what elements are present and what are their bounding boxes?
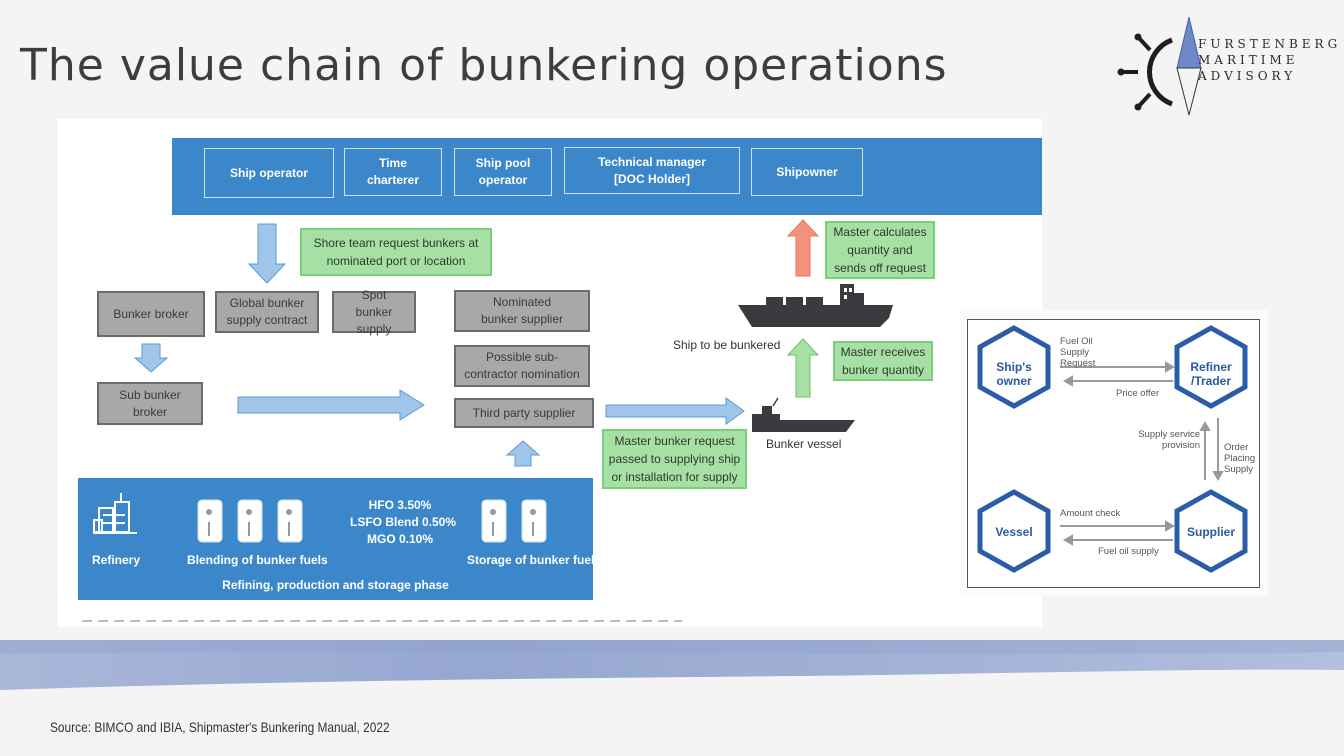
- ship-wheel-compass-icon: [1117, 16, 1202, 116]
- label-fuel-mgo: MGO 0.10%: [366, 532, 434, 546]
- label-bunker-vessel: Bunker vessel: [766, 437, 842, 451]
- role-ship-operator: Ship operator: [204, 148, 334, 198]
- arrow-right-to-bunker-vessel: [605, 397, 745, 425]
- arrow-right-to-suppliers: [237, 389, 425, 421]
- box-nominated-bunker-supplier: Nominated bunker supplier: [454, 290, 590, 332]
- storage-tanks-icon: [481, 499, 547, 543]
- bunker-vessel-icon: [752, 397, 855, 432]
- box-third-party-supplier: Third party supplier: [454, 398, 594, 428]
- logo-line-2: MARITIME: [1198, 53, 1299, 67]
- role-shipowner: Shipowner: [751, 148, 863, 196]
- flow-price-offer: Price offer: [1116, 388, 1160, 399]
- flow-order-placing-supply: Order Placing Supply: [1224, 442, 1256, 475]
- watercolor-band: [0, 640, 1344, 690]
- side-diagram-shapes: [977, 325, 1248, 573]
- label-ship-to-be-bunkered: Ship to be bunkered: [673, 338, 781, 352]
- shipping-roles-bar: Ship operator Time charterer Ship pool o…: [172, 138, 1042, 215]
- box-bunker-broker: Bunker broker: [97, 291, 205, 337]
- flow-supply-service-provision: Supply service provision: [1138, 429, 1200, 451]
- slide-title: The value chain of bunkering operations: [20, 40, 948, 91]
- role-technical-manager: Technical manager [DOC Holder]: [564, 147, 740, 194]
- arrow-up-green: [786, 338, 820, 398]
- box-sub-bunker-broker: Sub bunker broker: [97, 382, 203, 425]
- box-spot-bunker-supply: Spot bunker supply: [332, 288, 416, 336]
- blending-tanks-icon: [197, 499, 303, 543]
- arrow-down-to-sub-broker: [133, 343, 169, 373]
- node-refiner-trader: Refiner /Trader: [1190, 360, 1232, 388]
- source-citation: Source: BIMCO and IBIA, Shipmaster's Bun…: [50, 719, 390, 735]
- label-storage: Storage of bunker fuels: [467, 553, 602, 567]
- role-ship-pool-operator: Ship pool operator: [454, 148, 552, 196]
- refining-phase-bar: Refinery Blending of bunker fuels HFO 3.…: [78, 478, 601, 600]
- arrow-up-to-third-party: [505, 440, 541, 467]
- refinery-icon: [93, 493, 137, 534]
- role-time-charterer: Time charterer: [344, 148, 442, 196]
- node-supplier: Supplier: [1186, 525, 1235, 539]
- container-ship-icon: [738, 284, 893, 327]
- node-ships-owner: Ship's owner: [996, 360, 1032, 388]
- figure-caption-fragment: [82, 619, 682, 623]
- company-logo: FURSTENBERG MARITIME ADVISORY: [1112, 12, 1344, 117]
- arrow-down-to-supply: [247, 223, 287, 284]
- flow-amount-check: Amount check: [1060, 508, 1121, 519]
- note-master-calculates: Master calculates quantity and sends off…: [825, 221, 935, 279]
- logo-line-1: FURSTENBERG: [1198, 37, 1342, 51]
- label-refining-phase: Refining, production and storage phase: [222, 578, 449, 592]
- side-diagram: Ship's owner Refiner /Trader Vessel Supp…: [967, 319, 1260, 588]
- arrow-up-orange: [786, 219, 820, 277]
- flow-fuel-oil-supply-request: Fuel Oil Supply Request: [1060, 336, 1096, 369]
- label-blending: Blending of bunker fuels: [187, 553, 328, 567]
- flow-fuel-oil-supply: Fuel oil supply: [1098, 546, 1159, 557]
- hex-ships-owner: [977, 325, 1051, 409]
- box-possible-sub-contractor: Possible sub-contractor nomination: [454, 345, 590, 387]
- note-shore-team-request: Shore team request bunkers at nominated …: [300, 228, 492, 276]
- hex-vessel: [977, 489, 1051, 573]
- box-global-bunker-supply-contract: Global bunker supply contract: [215, 291, 319, 333]
- label-fuel-lsfo: LSFO Blend 0.50%: [350, 515, 457, 529]
- label-refinery: Refinery: [92, 553, 141, 567]
- note-master-bunker-request: Master bunker request passed to supplyin…: [602, 429, 747, 489]
- note-master-receives: Master receives bunker quantity: [833, 341, 933, 381]
- node-vessel: Vessel: [995, 525, 1033, 539]
- logo-line-3: ADVISORY: [1198, 69, 1297, 83]
- hex-supplier: [1174, 489, 1248, 573]
- hex-refiner-trader: [1174, 325, 1248, 409]
- label-fuel-hfo: HFO 3.50%: [368, 498, 432, 512]
